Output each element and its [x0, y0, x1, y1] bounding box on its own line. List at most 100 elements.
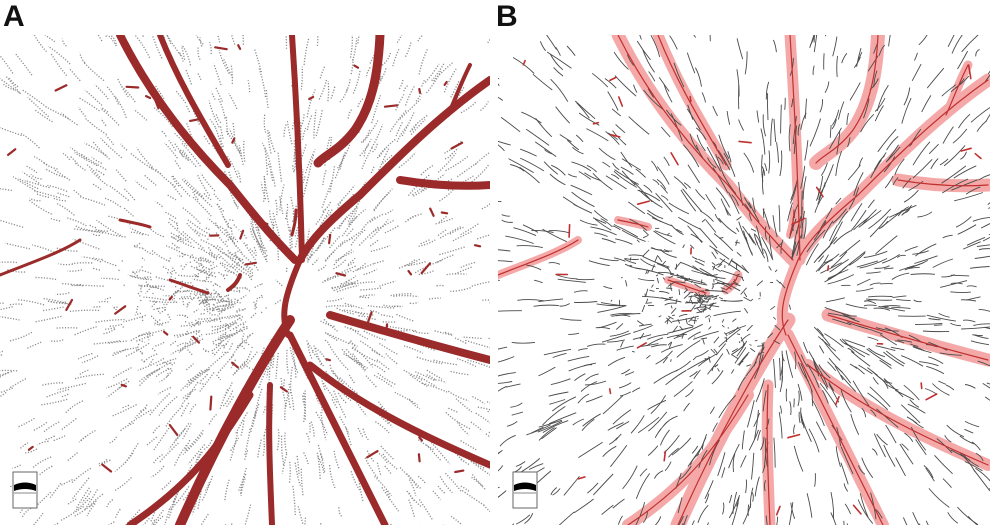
- capillary-segment: [738, 351, 750, 365]
- capillary-segment: [121, 325, 125, 328]
- capillary-segment: [663, 434, 680, 454]
- capillary-segment: [639, 468, 648, 477]
- capillary-segment: [871, 448, 878, 456]
- capillary-segment: [516, 245, 543, 249]
- capillary-segment: [365, 375, 378, 388]
- capillary-segment: [498, 83, 500, 86]
- capillary-segment: [624, 263, 641, 270]
- capillary-segment: [143, 360, 146, 363]
- capillary-segment: [204, 302, 211, 308]
- capillary-segment: [621, 229, 646, 242]
- capillary-segment: [918, 35, 928, 46]
- capillary-segment: [868, 295, 893, 298]
- capillary-segment: [542, 420, 569, 433]
- capillary-segment: [635, 168, 646, 178]
- capillary-segment: [611, 108, 621, 117]
- capillary-segment: [711, 251, 717, 259]
- capillary-segment: [921, 95, 932, 113]
- capillary-segment: [498, 346, 508, 350]
- capillary-segment: [414, 259, 443, 274]
- capillary-segment: [863, 304, 877, 307]
- capillary-segment: [361, 215, 377, 231]
- capillary-segment: [212, 314, 240, 323]
- capillary-segment: [698, 449, 708, 469]
- capillary-segment: [399, 98, 421, 120]
- capillary-segment: [970, 107, 990, 123]
- capillary-segment: [811, 398, 825, 427]
- capillary-segment: [173, 292, 177, 300]
- capillary-segment: [972, 334, 983, 337]
- capillary-segment: [144, 174, 157, 186]
- capillary-segment: [549, 399, 566, 405]
- capillary-segment: [176, 238, 181, 243]
- capillary-segment: [214, 86, 223, 102]
- capillary-segment: [210, 323, 227, 328]
- capillary-segment: [271, 344, 275, 369]
- capillary-segment: [138, 368, 161, 388]
- capillary-segment: [607, 356, 626, 367]
- capillary-segment: [840, 389, 852, 413]
- capillary-segment: [874, 265, 890, 269]
- capillary-segment: [264, 147, 269, 175]
- capillary-segment: [130, 275, 152, 281]
- capillary-segment: [0, 302, 4, 304]
- capillary-segment: [845, 303, 868, 309]
- capillary-segment: [34, 276, 57, 281]
- capillary-segment: [690, 280, 693, 283]
- capillary-segment: [226, 327, 248, 339]
- capillary-segment: [980, 223, 990, 229]
- capillary-segment: [300, 176, 309, 203]
- capillary-segment: [901, 355, 924, 367]
- capillary-segment: [226, 155, 239, 178]
- capillary-segment: [254, 283, 262, 289]
- capillary-segment: [230, 35, 236, 45]
- capillary-segment: [925, 520, 929, 525]
- vessel-fragment: [366, 450, 379, 459]
- capillary-segment: [82, 61, 105, 82]
- capillary-segment: [843, 520, 845, 525]
- capillary-segment: [498, 279, 500, 281]
- capillary-segment: [77, 352, 93, 360]
- capillary-segment: [195, 264, 203, 269]
- capillary-segment: [178, 151, 190, 162]
- capillary-segment: [542, 406, 566, 426]
- capillary-segment: [474, 151, 490, 165]
- capillary-segment: [180, 370, 203, 391]
- capillary-segment: [715, 263, 720, 267]
- capillary-segment: [152, 286, 159, 289]
- capillary-segment: [637, 278, 655, 281]
- capillary-segment: [120, 85, 136, 103]
- capillary-segment: [245, 210, 260, 231]
- capillary-segment: [869, 386, 891, 408]
- capillary-segment: [779, 405, 782, 414]
- capillary-segment: [918, 523, 921, 525]
- capillary-segment: [191, 254, 195, 260]
- capillary-segment: [615, 323, 624, 330]
- capillary-segment: [578, 171, 592, 180]
- capillary-segment: [454, 337, 467, 345]
- capillary-segment: [864, 299, 878, 302]
- capillary-segment: [549, 173, 566, 186]
- capillary-segment: [225, 130, 242, 157]
- capillary-segment: [382, 154, 394, 164]
- capillary-segment: [884, 306, 905, 312]
- capillary-segment: [192, 109, 200, 125]
- capillary-segment: [778, 412, 783, 439]
- capillary-segment: [337, 205, 359, 229]
- capillary-segment: [32, 456, 52, 469]
- vessel-fragment: [974, 152, 982, 160]
- capillary-segment: [757, 430, 761, 441]
- capillary-segment: [738, 341, 741, 344]
- capillary-segment: [592, 172, 613, 191]
- capillary-segment: [533, 304, 559, 307]
- capillary-segment: [418, 48, 429, 75]
- capillary-segment: [696, 433, 708, 457]
- capillary-segment: [364, 457, 379, 479]
- capillary-segment: [297, 506, 304, 525]
- capillary-segment: [829, 127, 842, 150]
- capillary-segment: [284, 203, 289, 220]
- capillary-segment: [586, 128, 609, 142]
- capillary-segment: [334, 265, 357, 278]
- capillary-segment: [743, 152, 755, 173]
- vessel-centerline: [815, 35, 879, 164]
